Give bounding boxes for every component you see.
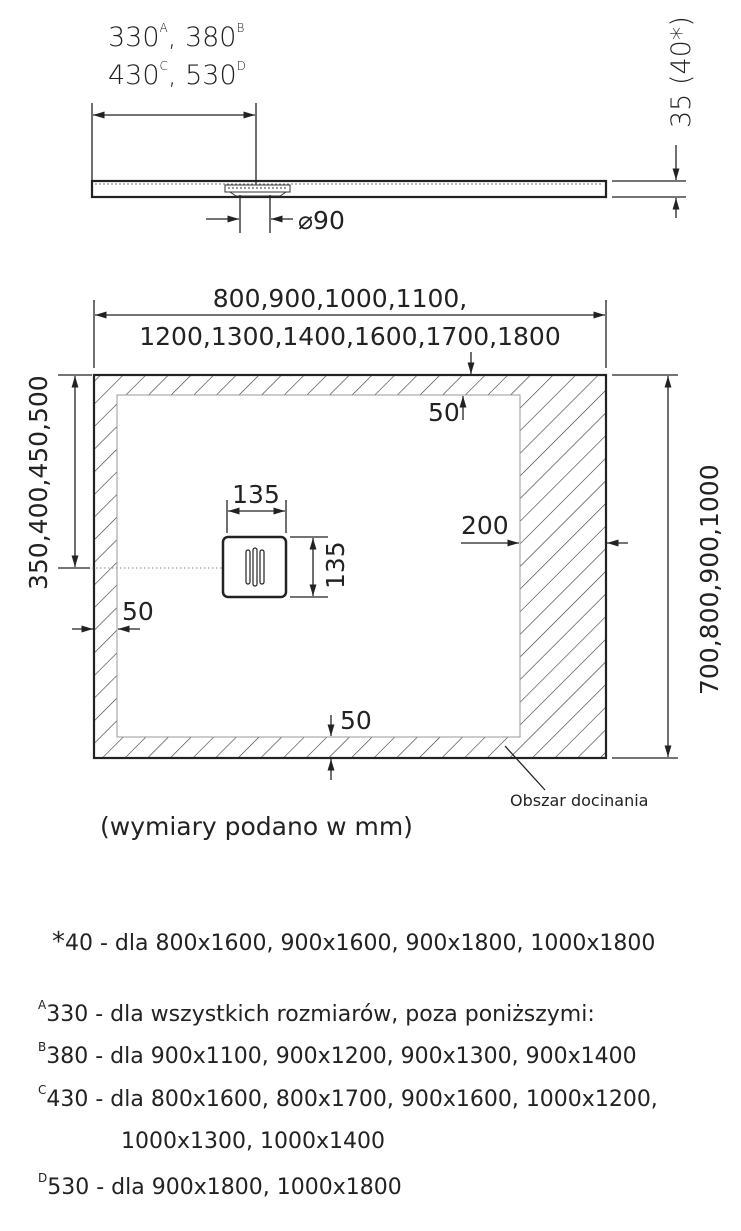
cut-area-hatch [94,375,606,758]
margin-bottom-label: 50 [340,706,372,735]
side-view: 330A, 380B 430C, 530D ⌀90 35 (40*) [90,16,697,235]
plan-view: 800,900,1000,1100, 1200,1300,1400,1600,1… [24,284,724,841]
cut-area-label: Obszar docinania [510,791,648,810]
margin-top-label: 50 [428,398,460,427]
drain-offset-label-2: 430C, 530D [108,59,246,91]
drain-offset-label-1: 330A, 380B [108,21,244,53]
margin-right-label: 200 [461,511,509,540]
drain-position-label: 350,400,450,500 [24,375,53,590]
note-asterisk: *40 - dla 800x1600, 900x1600, 900x1800, … [52,927,655,957]
note-d: D530 - dla 900x1800, 1000x1800 [38,1171,402,1200]
cut-area-leader [504,745,546,791]
note-a: A330 - dla wszystkich rozmiarów, poza po… [38,998,595,1027]
note-b: B380 - dla 900x1100, 900x1200, 900x1300,… [38,1040,637,1069]
note-c: C430 - dla 800x1600, 800x1700, 900x1600,… [38,1083,658,1112]
tray-inner-area [116,394,521,738]
drain-height-label: 135 [321,541,350,589]
drain-diameter-label: ⌀90 [298,206,345,235]
margin-left-label: 50 [122,597,154,626]
width-label-1: 800,900,1000,1100, [213,284,467,313]
drain-grate [221,535,288,599]
units-note: (wymiary podano w mm) [100,812,413,841]
note-c-continued: 1000x1300, 1000x1400 [121,1129,385,1154]
tray-profile [90,179,608,199]
depth-label: 700,800,900,1000 [695,464,724,695]
footnotes: *40 - dla 800x1600, 900x1600, 900x1800, … [38,927,658,1200]
tray-height-label: 35 (40*) [666,16,697,128]
tray-outline [92,373,608,760]
drain-width-label: 135 [232,480,280,509]
drain-profile [224,184,291,197]
width-label-2: 1200,1300,1400,1600,1700,1800 [139,322,560,351]
